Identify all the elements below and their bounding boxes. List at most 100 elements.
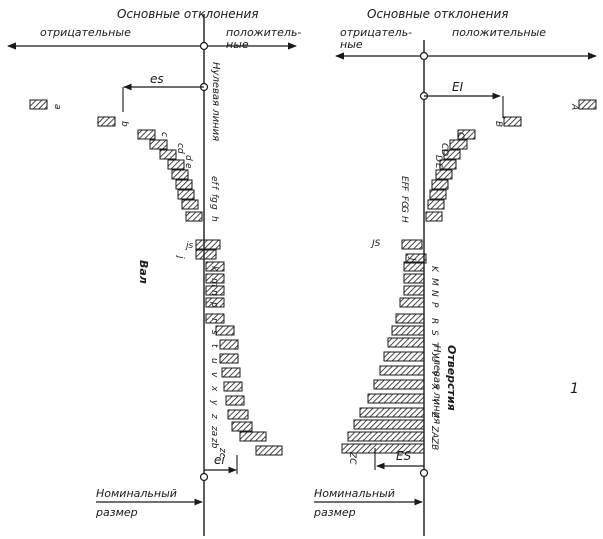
- right-deviation-letter-u: U: [429, 356, 439, 363]
- left-deviation-bar-b: [97, 116, 116, 127]
- right-deviation-bar-zb: [347, 431, 425, 442]
- right-deviation-bar-z: [359, 407, 425, 418]
- right-deviation-bar-c: [457, 129, 476, 140]
- left-deviation-letter-a: a: [52, 104, 62, 110]
- right-nominal-line2: размер: [313, 506, 356, 519]
- left-ei-label: ei: [214, 453, 225, 467]
- right-deviation-bar-fg: [429, 189, 447, 200]
- right-deviation-bar-m: [403, 273, 425, 284]
- left-deviation-letter-d: d: [183, 155, 193, 161]
- right-zero-line-label: Нулевая линия: [431, 345, 442, 424]
- left-deviation-letter-js: js: [184, 241, 194, 251]
- left-positive-label-line1: положитель-: [226, 26, 301, 39]
- left-deviation-letter-v: v: [209, 372, 219, 378]
- right-panel-hole: Основные отклонения отрицатель- ные поло…: [313, 7, 597, 536]
- right-deviation-letter-y: Y: [429, 398, 439, 405]
- left-deviation-letter-z: z: [209, 413, 219, 419]
- left-deviation-letter-g: g: [209, 204, 219, 210]
- right-deviation-bar-cd: [449, 139, 468, 150]
- right-deviation-letter-zb: ZB: [429, 437, 439, 450]
- left-deviation-letter-x: x: [209, 385, 219, 392]
- right-deviation-bar-za: [353, 419, 425, 430]
- right-object-label: Отверстия: [445, 345, 458, 411]
- left-deviation-bar-y: [225, 395, 245, 406]
- left-deviation-letter-fg: fg: [209, 194, 219, 203]
- left-deviation-bar-c: [137, 129, 156, 140]
- left-deviation-letter-m: m: [209, 278, 219, 287]
- right-deviation-bar-s: [391, 325, 425, 336]
- right-deviation-letter-js: JS: [370, 239, 381, 249]
- right-negative-label-line2: ные: [340, 38, 363, 51]
- left-deviation-letter-k: k: [209, 266, 219, 272]
- right-nominal-line1: Номинальный: [314, 487, 395, 500]
- left-deviation-letter-n: n: [209, 290, 219, 296]
- right-deviation-bar-b: [503, 116, 522, 127]
- right-deviation-letter-x: X: [429, 383, 439, 391]
- left-deviation-letter-s: s: [209, 330, 219, 335]
- left-negative-label: отрицательные: [40, 26, 131, 39]
- left-deviation-letter-c: c: [159, 132, 169, 137]
- left-deviation-bar-h: [185, 211, 203, 222]
- right-deviation-letter-cd: CD: [439, 143, 449, 156]
- right-deviation-bar-js: [401, 239, 423, 250]
- right-deviation-letter-v: V: [429, 370, 439, 377]
- left-deviation-bar-fg: [177, 189, 195, 200]
- left-deviation-bar-t: [219, 339, 239, 350]
- right-deviation-letter-c: C: [455, 132, 465, 139]
- left-deviation-bar-z: [227, 409, 249, 420]
- left-deviation-bar-p: [205, 297, 225, 308]
- left-deviation-bar-g: [181, 199, 199, 210]
- left-deviation-bar-v: [221, 367, 241, 378]
- right-deviation-bar-x: [373, 379, 425, 390]
- right-deviation-letter-n: N: [429, 290, 439, 297]
- left-deviation-bar-e: [167, 159, 185, 170]
- right-deviation-bar-ef: [435, 169, 453, 180]
- left-deviation-bar-a: [29, 99, 48, 110]
- right-deviation-letter-ef: EF: [399, 176, 409, 188]
- left-deviation-letter-h: h: [209, 216, 219, 222]
- right-deviation-letter-h: H: [399, 216, 409, 223]
- right-deviation-letter-b: B: [493, 121, 503, 127]
- left-deviation-bar-x: [223, 381, 243, 392]
- right-deviation-letter-e: E: [433, 163, 443, 169]
- left-deviation-bar-d: [159, 149, 177, 160]
- right-deviation-letter-p: P: [429, 302, 439, 308]
- left-deviation-bar-j: [195, 249, 217, 260]
- right-origin-node: [419, 51, 429, 61]
- left-deviation-bar-f: [175, 179, 193, 190]
- right-es-node: [419, 468, 429, 478]
- left-origin-node: [199, 41, 209, 51]
- left-deviation-bar-r: [205, 313, 225, 324]
- left-deviation-letter-p: p: [209, 301, 219, 308]
- right-deviation-letter-r: R: [429, 318, 439, 324]
- right-deviation-letter-j: J: [407, 256, 417, 261]
- right-deviation-bar-g: [427, 199, 445, 210]
- right-negative-label-line1: отрицатель-: [340, 26, 412, 39]
- left-deviation-bar-zb: [239, 431, 267, 442]
- right-deviation-letter-g: G: [399, 206, 409, 213]
- left-nominal-line2: размер: [95, 506, 138, 519]
- left-deviation-letter-zb: zb: [209, 437, 219, 449]
- right-deviation-letter-t: T: [429, 342, 439, 349]
- right-header: Основные отклонения: [367, 7, 509, 21]
- left-deviation-letter-cd: cd: [175, 143, 185, 154]
- right-deviation-letter-zc: ZC: [347, 451, 357, 465]
- left-panel-shaft: Основные отклонения отрицательные положи…: [7, 7, 301, 536]
- right-EI-label: EI: [452, 80, 464, 94]
- left-deviation-bar-u: [219, 353, 239, 364]
- right-deviation-letter-s: S: [429, 330, 439, 336]
- left-deviation-letter-za: za: [209, 425, 219, 436]
- left-deviation-bar-ef: [171, 169, 189, 180]
- left-deviation-letter-ef: ef: [209, 176, 219, 187]
- right-positive-label: положительные: [452, 26, 546, 39]
- right-deviation-letter-d: D: [433, 155, 443, 162]
- right-deviation-bar-r: [395, 313, 425, 324]
- left-deviation-bar-k: [205, 261, 225, 272]
- right-deviation-bar-e: [439, 159, 457, 170]
- left-nominal-line1: Номинальный: [96, 487, 177, 500]
- left-deviation-letter-e: e: [183, 163, 193, 169]
- left-deviation-letter-j: j: [175, 254, 185, 259]
